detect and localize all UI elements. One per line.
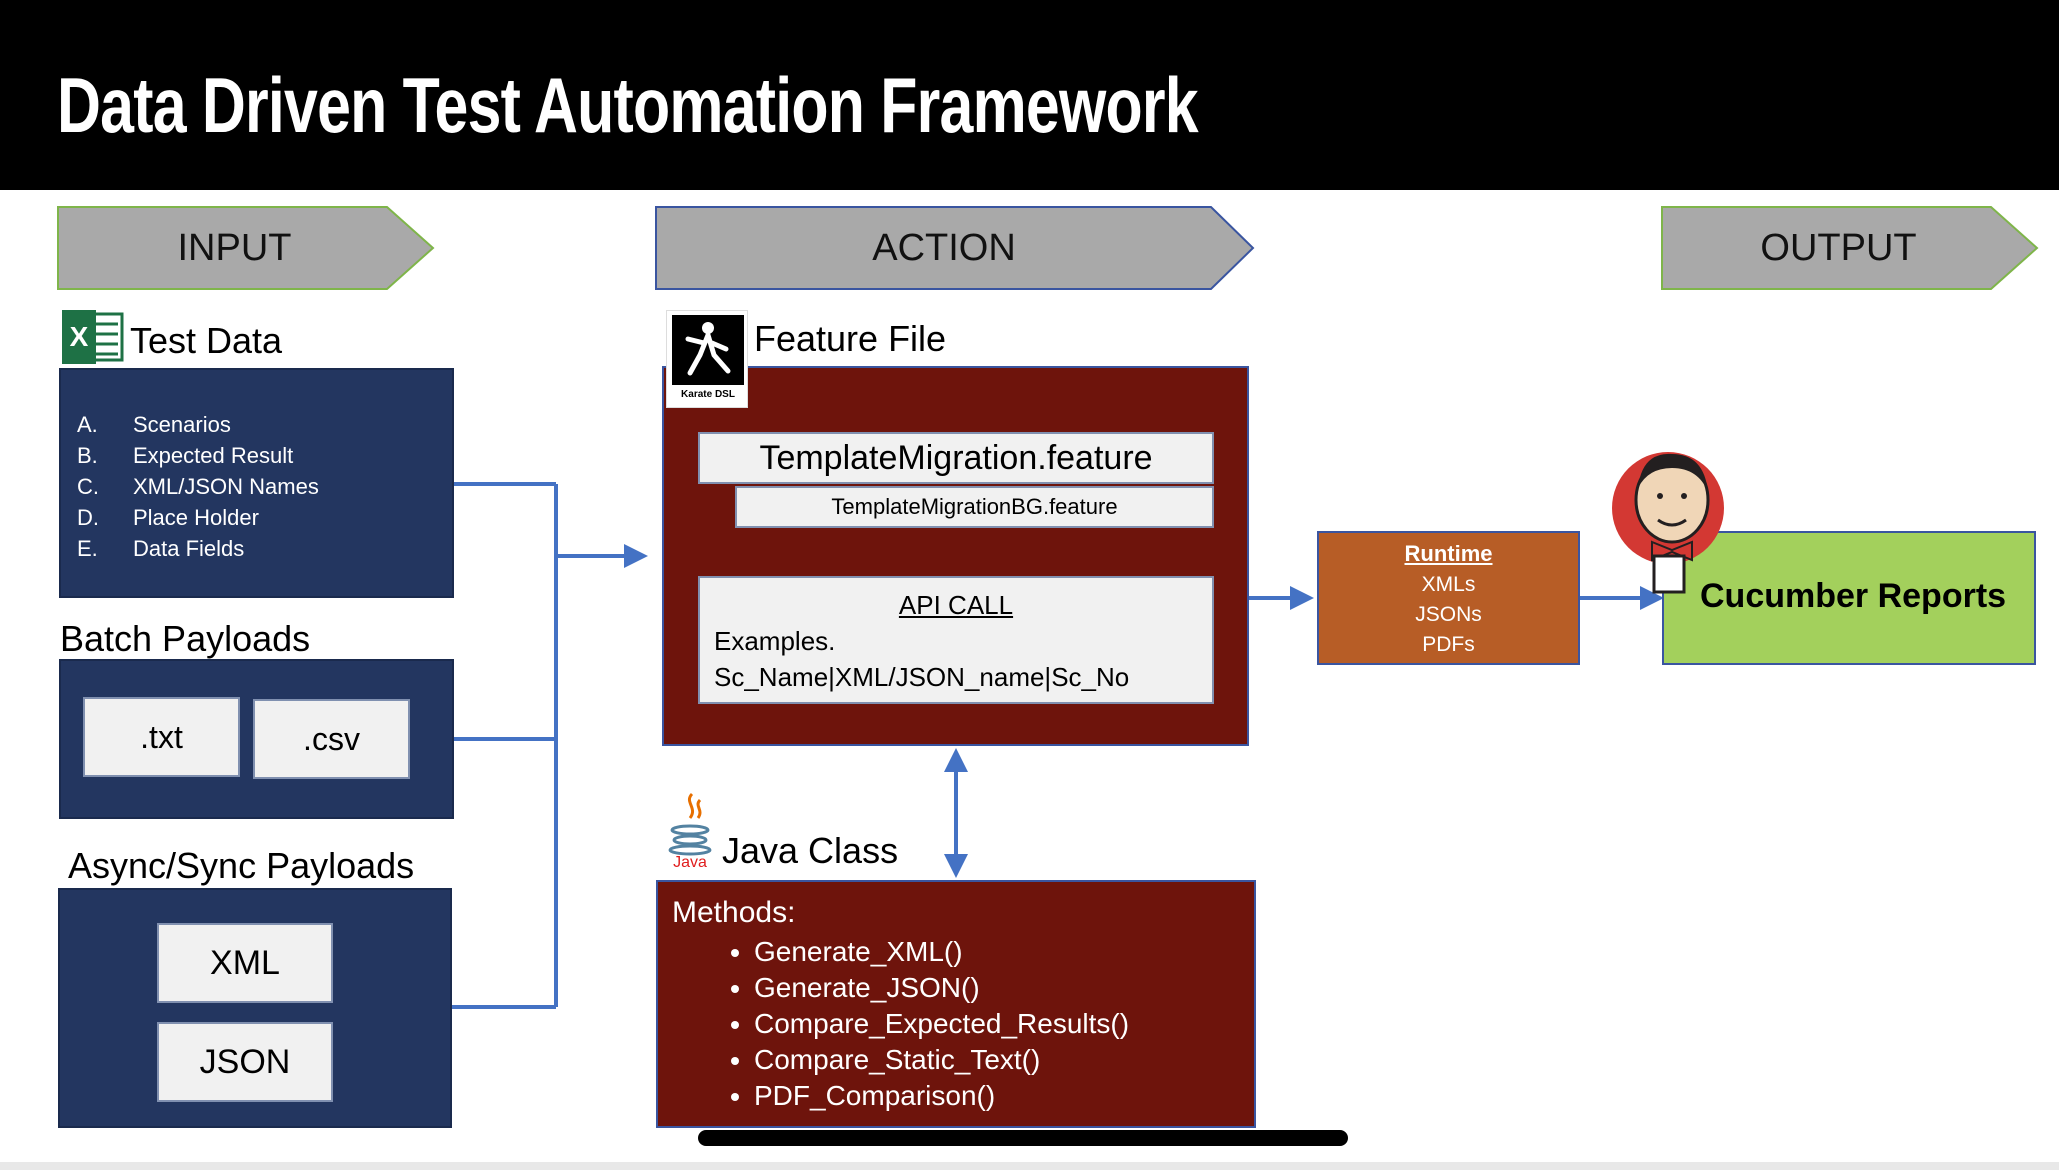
json-format: JSON — [157, 1022, 333, 1102]
runtime-item: PDFs — [1422, 633, 1475, 656]
test-data-letter: E. — [77, 536, 98, 561]
jenkins-icon — [1612, 452, 1724, 594]
input-header-arrow — [57, 206, 435, 290]
test-data-item: Place Holder — [133, 505, 259, 530]
slide-title: Data Driven Test Automation Framework — [57, 61, 1199, 149]
methods-title: Methods: — [672, 896, 796, 929]
methods-list: Generate_XML() Generate_JSON() Compare_E… — [732, 934, 1129, 1114]
method-item: Compare_Static_Text() — [754, 1042, 1129, 1078]
main-feature-file: TemplateMigration.feature — [698, 432, 1214, 484]
api-call-columns: Sc_Name|XML/JSON_name|Sc_No — [714, 662, 1130, 692]
karate-icon — [672, 315, 744, 385]
test-data-letter: D. — [77, 505, 99, 530]
test-data-box: A. Scenarios B. Expected Result C. XML/J… — [59, 368, 454, 598]
method-item: Generate_JSON() — [754, 970, 1129, 1006]
method-item: Generate_XML() — [754, 934, 1129, 970]
test-data-label: Test Data — [130, 320, 283, 361]
test-data-letter: B. — [77, 443, 98, 468]
test-data-letter: C. — [77, 474, 99, 499]
java-icon — [668, 792, 712, 856]
title-bar: Data Driven Test Automation Framework — [0, 0, 2059, 190]
feature-file-label: Feature File — [754, 318, 947, 359]
batch-payloads-label: Batch Payloads — [60, 618, 311, 659]
bottom-edge — [0, 1162, 2059, 1170]
api-call-examples: Examples. — [714, 626, 836, 656]
java-logo-caption: Java — [673, 854, 707, 871]
excel-icon-letter: X — [69, 321, 89, 352]
java-logo: Java — [664, 790, 716, 876]
txt-format: .txt — [83, 697, 240, 777]
test-data-item: XML/JSON Names — [133, 474, 319, 499]
output-header-arrow — [1661, 206, 2039, 290]
karate-logo: Karate DSL — [666, 310, 748, 408]
input-header-label: INPUT — [177, 226, 292, 269]
method-item: Compare_Expected_Results() — [754, 1006, 1129, 1042]
async-sync-payloads-label: Async/Sync Payloads — [68, 845, 415, 886]
test-data-item: Expected Result — [133, 443, 294, 468]
test-data-item: Scenarios — [133, 412, 231, 437]
action-header-arrow — [655, 206, 1255, 290]
test-data-item: Data Fields — [133, 536, 245, 561]
java-class-label: Java Class — [722, 830, 899, 871]
cucumber-reports-label: Cucumber Reports — [1700, 577, 2007, 615]
runtime-title: Runtime — [1404, 541, 1493, 566]
api-call-title: API CALL — [898, 590, 1014, 620]
karate-logo-caption: Karate DSL — [681, 389, 735, 400]
xml-format: XML — [157, 923, 333, 1003]
method-item: PDF_Comparison() — [754, 1078, 1129, 1114]
action-header-label: ACTION — [872, 226, 1016, 269]
output-header-label: OUTPUT — [1760, 226, 1917, 269]
java-class-box: Methods: Generate_XML() Generate_JSON() … — [656, 880, 1256, 1128]
csv-format: .csv — [253, 699, 410, 779]
horizontal-scrollbar[interactable] — [698, 1130, 1348, 1146]
cucumber-reports-box: Cucumber Reports — [1662, 531, 2036, 665]
runtime-box: Runtime XMLs JSONs PDFs — [1317, 531, 1580, 665]
test-data-letter: A. — [77, 412, 98, 437]
runtime-item: JSONs — [1415, 603, 1482, 626]
api-call-box: API CALL Examples. Sc_Name|XML/JSON_name… — [698, 576, 1214, 704]
excel-icon — [62, 310, 124, 364]
runtime-item: XMLs — [1421, 573, 1476, 596]
background-feature-file: TemplateMigrationBG.feature — [735, 486, 1214, 528]
